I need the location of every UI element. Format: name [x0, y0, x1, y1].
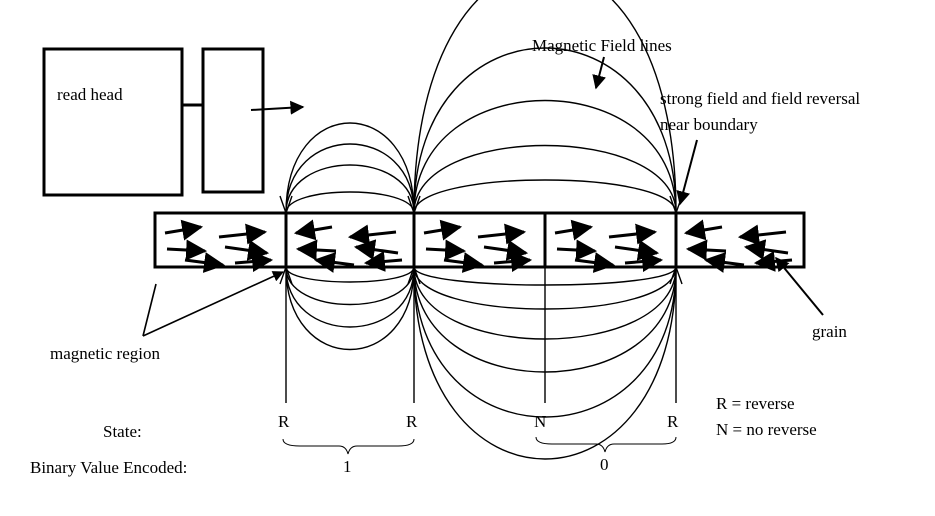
field-lines-pointer — [592, 56, 606, 90]
field-line-lower-b — [413, 266, 677, 460]
grain-arrow — [477, 223, 527, 245]
grain-arrow — [554, 219, 594, 241]
strong-field-label-line2: near boundary — [660, 115, 758, 134]
grain-arrow — [218, 223, 268, 245]
field-lines-label: Magnetic Field lines — [532, 36, 672, 55]
field-convergence-mark — [669, 195, 677, 214]
grain-arrow — [703, 252, 745, 273]
field-line-upper-a — [285, 164, 415, 214]
grain-arrow — [295, 239, 337, 261]
read-head-label: read head — [57, 85, 123, 104]
field-convergence-mark — [279, 195, 287, 214]
magnetic-region-pointer-a — [142, 283, 157, 337]
binary-value-label: Binary Value Encoded: — [30, 458, 187, 477]
grain-arrow — [224, 239, 270, 261]
grain-arrow — [753, 250, 793, 272]
field-convergence-mark — [669, 266, 677, 285]
field-convergence-mark — [285, 266, 293, 285]
field-line-upper-b — [413, 99, 677, 214]
legend-no-reverse: N = no reverse — [716, 420, 817, 439]
state-marker-3: N — [534, 412, 546, 431]
state-marker-2: R — [406, 412, 418, 431]
grain-arrow — [347, 224, 397, 246]
grain-arrow — [164, 219, 204, 241]
grain-arrow — [313, 252, 355, 273]
grain-arrow — [493, 251, 533, 273]
field-line-upper-b — [413, 0, 677, 214]
field-convergence-mark — [279, 266, 287, 285]
field-convergence-mark — [407, 195, 415, 214]
field-convergence-mark — [413, 195, 421, 214]
brace-bit-1 — [282, 438, 415, 455]
grain-arrow — [608, 223, 658, 245]
grain-arrow — [483, 239, 529, 261]
field-convergence-mark — [413, 266, 421, 285]
grain-arrow — [743, 239, 789, 261]
field-line-upper-b — [413, 47, 677, 214]
grain-arrow — [574, 252, 616, 273]
boundary-lines — [285, 213, 677, 403]
state-marker-1: R — [278, 412, 290, 431]
grain-arrow — [184, 252, 226, 273]
field-line-lower-a — [285, 266, 415, 306]
field-line-lower-b — [413, 266, 677, 418]
grain-arrow — [423, 219, 463, 241]
grain-label: grain — [812, 322, 847, 341]
field-line-lower-a — [285, 266, 415, 328]
field-line-lower-a — [285, 266, 415, 283]
magnetic-region-pointer-b — [142, 271, 285, 337]
field-convergence-mark — [675, 266, 683, 285]
legend-reverse: R = reverse — [716, 394, 795, 413]
field-line-lower-a — [285, 266, 415, 350]
grain-arrow — [614, 239, 660, 261]
state-marker-4: R — [667, 412, 679, 431]
grain-arrow — [737, 224, 787, 246]
field-line-upper-a — [285, 143, 415, 214]
field-line-upper-b — [413, 179, 677, 214]
grain-arrow — [624, 251, 664, 273]
magnetic-field-lines — [279, 0, 683, 460]
state-label: State: — [103, 422, 142, 441]
field-convergence-mark — [407, 266, 415, 285]
grain-arrow — [443, 252, 485, 273]
grain-arrow — [293, 219, 333, 241]
grain-arrow — [363, 250, 403, 272]
bit-value-1: 1 — [343, 457, 352, 476]
grain-arrow — [353, 239, 399, 261]
grain-arrow — [166, 239, 208, 261]
grain-arrow — [234, 251, 274, 273]
strong-field-pointer — [676, 139, 698, 206]
grain-arrow — [683, 219, 723, 241]
bit-value-2: 0 — [600, 455, 609, 474]
field-line-upper-b — [413, 144, 677, 214]
field-convergence-mark — [285, 195, 293, 214]
field-line-upper-a — [285, 122, 415, 214]
grain-arrow — [556, 239, 598, 261]
head-motion-arrow — [250, 100, 305, 115]
strong-field-label-line1: strong field and field reversal — [660, 89, 860, 108]
grain-pointer — [775, 256, 824, 316]
brace-bit-2 — [535, 436, 677, 453]
grain-arrow — [425, 239, 467, 261]
grain-arrows — [164, 219, 793, 273]
magnetic-region-label: magnetic region — [50, 344, 160, 363]
grain-arrow — [685, 239, 727, 261]
read-head — [42, 47, 265, 197]
field-line-upper-a — [285, 191, 415, 214]
